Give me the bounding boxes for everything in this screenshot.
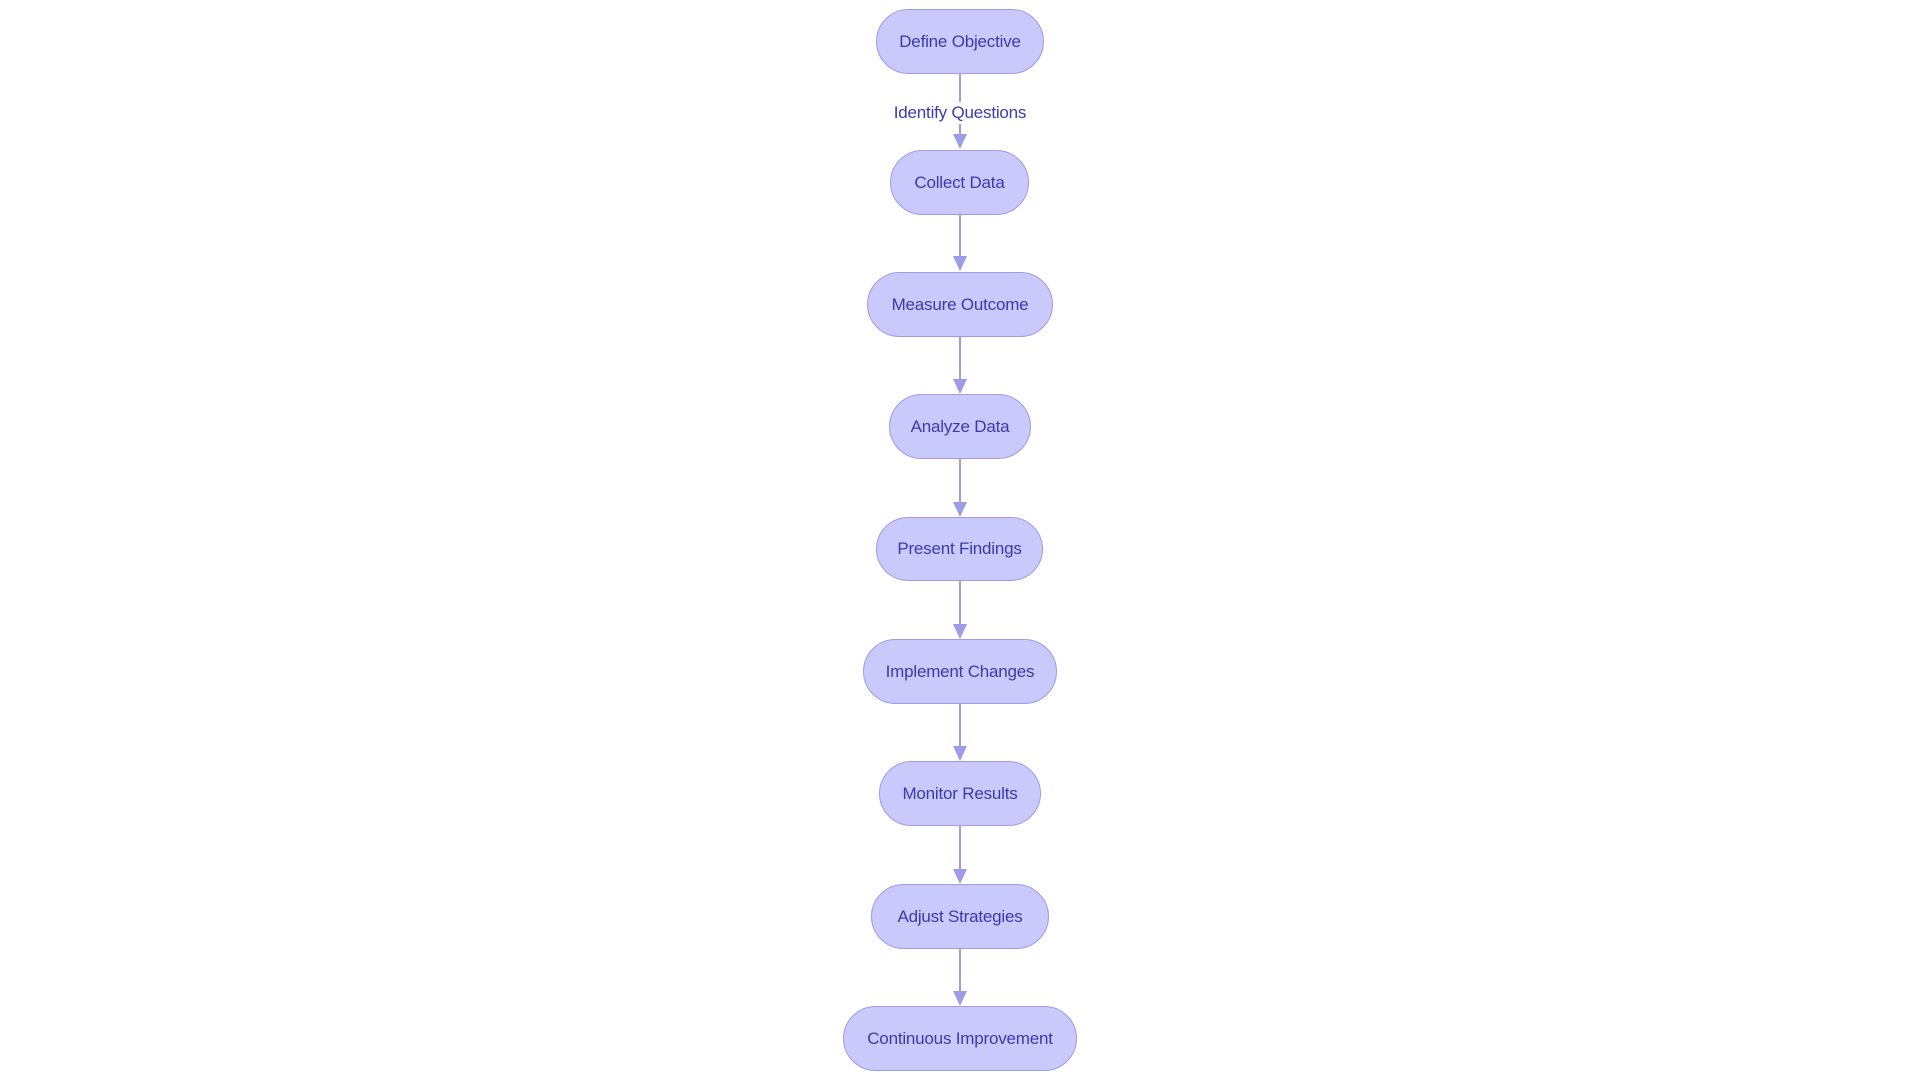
arrow-head-icon — [953, 502, 967, 517]
edge-measure-to-analyze — [959, 337, 961, 381]
edge-present-to-implement — [959, 581, 961, 626]
arrow-head-icon — [953, 991, 967, 1006]
node-monitor-results[interactable]: Monitor Results — [879, 761, 1041, 826]
arrow-head-icon — [953, 134, 967, 149]
edge-adjust-to-continuous — [959, 949, 961, 993]
node-analyze-data[interactable]: Analyze Data — [889, 394, 1031, 459]
arrow-head-icon — [953, 746, 967, 761]
node-collect-data[interactable]: Collect Data — [890, 150, 1029, 215]
edge-monitor-to-adjust — [959, 826, 961, 871]
edge-collect-to-measure — [959, 215, 961, 258]
arrow-head-icon — [953, 256, 967, 271]
arrow-head-icon — [953, 379, 967, 394]
node-present-findings[interactable]: Present Findings — [876, 517, 1043, 581]
edge-analyze-to-present — [959, 459, 961, 504]
node-adjust-strategies[interactable]: Adjust Strategies — [871, 884, 1049, 949]
arrow-head-icon — [953, 869, 967, 884]
node-implement-changes[interactable]: Implement Changes — [863, 639, 1057, 704]
node-measure-outcome[interactable]: Measure Outcome — [867, 272, 1053, 337]
node-define-objective[interactable]: Define Objective — [876, 9, 1044, 74]
arrow-head-icon — [953, 624, 967, 639]
edge-implement-to-monitor — [959, 704, 961, 748]
node-continuous-improvement[interactable]: Continuous Improvement — [843, 1006, 1077, 1071]
edge-label-identify-questions: Identify Questions — [891, 102, 1029, 124]
